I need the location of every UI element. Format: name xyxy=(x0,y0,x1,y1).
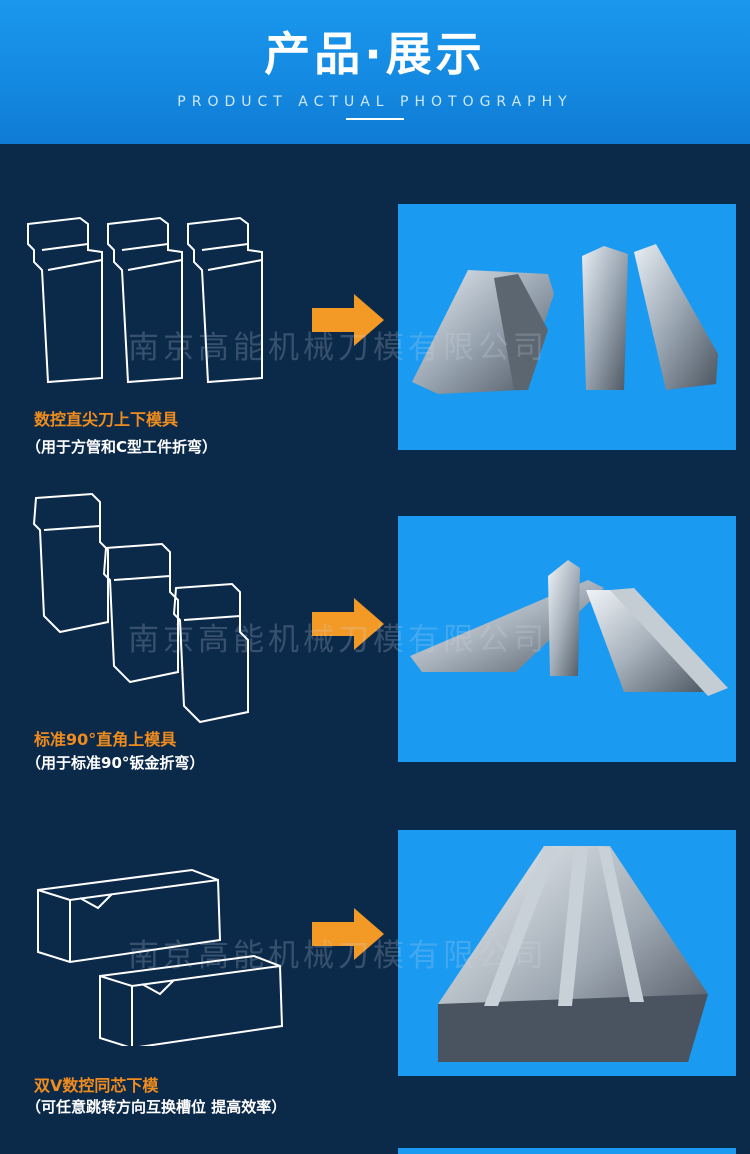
next-photo-edge xyxy=(398,1148,736,1154)
lower-die-outline-2 xyxy=(99,954,284,1046)
watermark-text: 南京高能机械刀模有限公司 xyxy=(128,622,548,658)
sketch-right-angle-dies xyxy=(32,492,249,724)
product-photo-2 xyxy=(398,516,736,762)
die-outline-3 xyxy=(187,216,263,384)
title-underline xyxy=(346,118,404,120)
sketch-pointed-dies xyxy=(27,216,263,384)
page-header: 产品·展示 PRODUCT ACTUAL PHOTOGRAPHY xyxy=(0,0,750,144)
product-photo-3 xyxy=(398,830,736,1076)
sketch-double-v-dies xyxy=(37,868,284,1046)
product-note-1: （用于方管和C型工件折弯） xyxy=(26,438,218,456)
product-name-1: 数控直尖刀上下模具 xyxy=(34,410,179,429)
product-note-2: （用于标准90°钣金折弯） xyxy=(26,754,205,772)
die-photo-group-3 xyxy=(438,846,708,1062)
die-outline-2 xyxy=(107,216,183,384)
upper-die-outline-2 xyxy=(102,542,179,684)
upper-die-outline-3 xyxy=(172,582,249,724)
watermark-text: 南京高能机械刀模有限公司 xyxy=(128,330,548,366)
watermark-text: 南京高能机械刀模有限公司 xyxy=(128,938,548,974)
page-title: 产品·展示 xyxy=(264,27,486,81)
arrow-right-icon xyxy=(312,908,384,960)
product-name-2: 标准90°直角上模具 xyxy=(34,730,177,749)
die-photo-group-1 xyxy=(412,244,718,394)
die-photo-group-2 xyxy=(410,560,728,696)
page-subtitle: PRODUCT ACTUAL PHOTOGRAPHY xyxy=(177,94,573,110)
arrow-right-icon xyxy=(312,598,384,650)
arrow-right-icon xyxy=(312,294,384,346)
product-name-3: 双V数控同芯下模 xyxy=(34,1076,159,1095)
upper-die-outline-1 xyxy=(32,492,109,634)
die-outline-1 xyxy=(27,216,103,384)
product-note-3: （可任意跳转方向互换槽位 提高效率） xyxy=(26,1098,287,1116)
lower-die-outline-1 xyxy=(37,868,222,964)
product-photo-1 xyxy=(398,204,736,450)
